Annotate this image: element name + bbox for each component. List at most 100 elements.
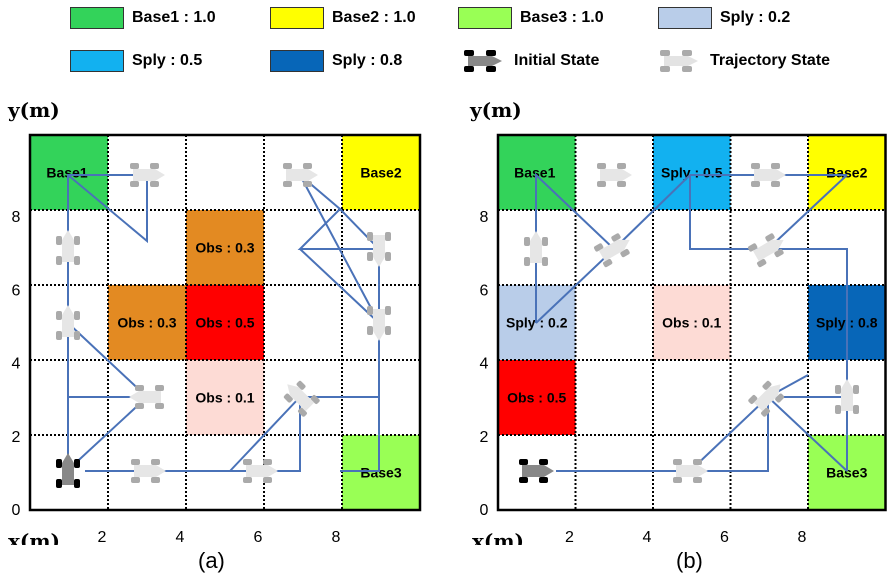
cell-base2	[808, 135, 886, 210]
cell-base2	[342, 135, 420, 210]
trajectory-path	[767, 174, 848, 250]
trajectory-car-icon	[283, 163, 318, 187]
cell-obs-01	[653, 285, 731, 360]
caption-a: (a)	[198, 548, 225, 573]
y-tick-label: 4	[12, 356, 21, 373]
trajectory-path	[85, 394, 301, 472]
trajectory-car-icon	[751, 163, 786, 187]
legend-label-sply05: Sply : 0.5	[132, 52, 203, 69]
cell-label-base3: Base3	[826, 465, 867, 481]
trajectory-car-icon	[835, 379, 859, 414]
trajectory-car-icon	[367, 232, 391, 267]
legend-item-sply05: Sply : 0.5	[70, 48, 202, 74]
legend-item-sply08: Sply : 0.8	[270, 48, 402, 74]
y-tick-label: 6	[480, 282, 489, 299]
trajectory-car-icon	[129, 385, 164, 409]
cell-obs-03	[108, 285, 186, 360]
legend-item-base1: Base1 : 1.0	[70, 5, 216, 31]
legend-label-sply08: Sply : 0.8	[332, 52, 403, 69]
cell-label-base1: Base1	[514, 165, 555, 181]
grid-border	[28, 133, 422, 512]
cell-obs-03	[186, 210, 264, 285]
cell-label-obs-01: Obs : 0.1	[195, 390, 254, 406]
trajectory-car-icon	[56, 230, 80, 265]
cell-label-obs-05: Obs : 0.5	[195, 315, 254, 331]
legend-label-base2: Base2 : 1.0	[332, 9, 416, 26]
cell-label-obs-03: Obs : 0.3	[195, 240, 254, 256]
legend-item-base3: Base3 : 1.0	[458, 5, 604, 31]
x-tick-label: 2	[98, 529, 107, 545]
trajectory-car-icon	[748, 380, 785, 417]
trajectory-car-icon	[283, 380, 320, 417]
y-tick-label: 0	[480, 502, 489, 519]
legend-item-initial-state: Initial State	[462, 48, 599, 74]
trajectory-car-icon	[56, 305, 80, 340]
y-tick-label: 4	[480, 356, 489, 373]
trajectory-path	[67, 396, 148, 471]
legend-label-base3: Base3 : 1.0	[520, 9, 604, 26]
y-tick-label: 2	[480, 429, 489, 446]
x-tick-label: 8	[798, 529, 807, 545]
y-axis-title-b: y(m)	[469, 98, 522, 122]
cell-label-base3: Base3	[360, 465, 401, 481]
legend-swatch-base2	[270, 7, 324, 29]
caption-b: (b)	[676, 548, 703, 573]
x-tick-label: 4	[176, 529, 185, 545]
y-axis-title-a: y(m)	[7, 98, 60, 122]
cell-label-base2: Base2	[826, 165, 867, 181]
x-axis-title-b: x(m)	[472, 529, 524, 545]
legend-swatch-base3	[458, 7, 512, 29]
x-axis-title-a: x(m)	[8, 529, 60, 545]
trajectory-car-icon	[660, 50, 698, 72]
legend-item-trajectory-state: Trajectory State	[658, 48, 830, 74]
trajectory-car-icon	[748, 233, 784, 268]
x-tick-label: 4	[643, 529, 652, 545]
y-tick-label: 0	[12, 502, 21, 519]
legend-item-sply02: Sply : 0.2	[658, 5, 790, 31]
legend-label-sply02: Sply : 0.2	[720, 9, 791, 26]
x-tick-label: 6	[254, 529, 263, 545]
legend-swatch-sply02	[658, 7, 712, 29]
trajectory-car-icon	[673, 459, 708, 483]
trajectory-path	[299, 174, 380, 324]
trajectory-car-icon	[130, 163, 165, 187]
y-tick-label: 8	[480, 209, 489, 226]
legend-label-initial-state: Initial State	[514, 52, 600, 69]
trajectory-car-icon	[367, 306, 391, 341]
cell-label-obs-01: Obs : 0.1	[662, 315, 721, 331]
cell-label-obs-03: Obs : 0.3	[117, 315, 176, 331]
trajectory-car-icon	[524, 231, 548, 266]
legend: Base1 : 1.0 Base2 : 1.0 Base3 : 1.0 Sply…	[0, 0, 887, 80]
legend-label-base1: Base1 : 1.0	[132, 9, 216, 26]
cell-label-base2: Base2	[360, 165, 401, 181]
cell-obs-01	[186, 360, 264, 435]
x-tick-label: 2	[565, 529, 574, 545]
cell-base3	[342, 435, 420, 510]
legend-item-base2: Base2 : 1.0	[270, 5, 416, 31]
trajectory-car-icon	[243, 459, 278, 483]
cell-label-obs-05: Obs : 0.5	[507, 390, 566, 406]
cell-label-sply-05: Sply : 0.5	[661, 165, 723, 181]
legend-label-trajectory-state: Trajectory State	[710, 52, 831, 69]
initial-car-icon	[519, 459, 554, 483]
x-tick-label: 8	[332, 529, 341, 545]
initial-car-icon	[56, 453, 80, 488]
cell-obs-05	[186, 285, 264, 360]
trajectory-car-icon	[131, 459, 166, 483]
grid-border	[496, 133, 887, 512]
trajectory-path	[340, 397, 380, 472]
y-tick-label: 2	[12, 429, 21, 446]
trajectory-car-icon	[597, 163, 632, 187]
trajectory-car-icon	[594, 233, 630, 268]
y-tick-label: 6	[12, 282, 21, 299]
cell-label-base1: Base1	[46, 165, 87, 181]
trajectory-path	[297, 207, 380, 398]
trajectory-path	[556, 396, 847, 472]
legend-swatch-sply08	[270, 50, 324, 72]
initial-car-icon	[464, 50, 502, 72]
legend-swatch-sply05	[70, 50, 124, 72]
cell-obs-05	[498, 360, 576, 435]
x-tick-label: 6	[720, 529, 729, 545]
